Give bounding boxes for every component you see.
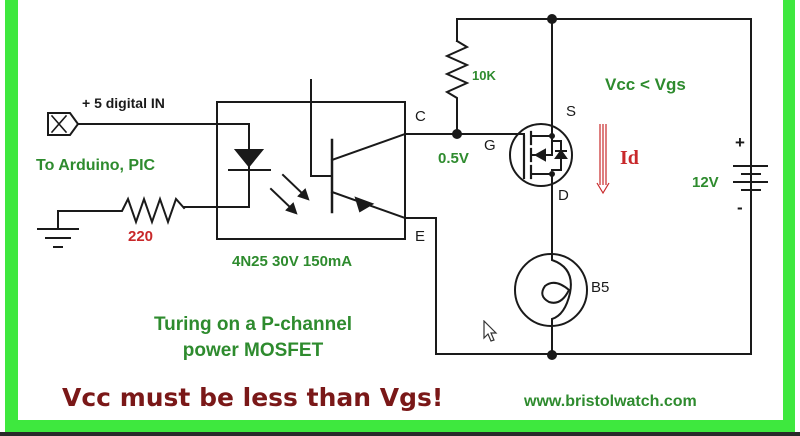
current-arrow-icon (596, 124, 610, 195)
battery-plus-label: + (735, 133, 745, 152)
frame-border-right (783, 0, 795, 432)
resistor-220-icon (57, 195, 186, 226)
battery-icon (733, 18, 768, 355)
input-source-label: To Arduino, PIC (36, 157, 156, 174)
lamp-icon (514, 253, 588, 356)
collector-pin-label: C (415, 108, 426, 125)
frame-border-left (5, 0, 18, 432)
battery-minus-label: - (737, 198, 743, 217)
emitter-pin-label: E (415, 228, 426, 245)
source-pin-label: S (566, 103, 577, 120)
ground-icon (37, 210, 79, 248)
resistor-10k-icon (444, 39, 470, 135)
frame-bottom-edge (0, 432, 800, 436)
resistor-220-label: 220 (128, 228, 154, 245)
title-line-2: power MOSFET (182, 340, 324, 361)
frame-border-bottom (5, 420, 795, 432)
condition-label: Vcc < Vgs (605, 75, 686, 94)
wire-input (77, 123, 250, 149)
phototransistor-icon (310, 79, 407, 220)
input-terminal-icon (47, 112, 80, 136)
lamp-label: B5 (591, 279, 610, 296)
current-label: Id (620, 147, 639, 169)
led-icon (228, 149, 271, 208)
mosfet-icon (507, 123, 573, 187)
optocoupler-part-label: 4N25 30V 150mA (232, 253, 353, 270)
battery-voltage-label: 12V (692, 174, 719, 191)
resistor-10k-label: 10K (472, 68, 496, 83)
gate-pin-label: G (484, 137, 496, 154)
website-link[interactable]: www.bristolwatch.com (524, 393, 697, 410)
drain-pin-label: D (558, 187, 569, 204)
mouse-cursor-icon (483, 320, 498, 342)
node-gate (452, 129, 462, 139)
light-arrows-icon (269, 173, 310, 215)
gate-voltage-label: 0.5V (438, 150, 469, 167)
input-label: + 5 digital IN (82, 95, 165, 111)
title-line-1: Turing on a P-channel (153, 314, 353, 335)
warning-text: Vcc must be less than Vgs! (62, 383, 444, 412)
